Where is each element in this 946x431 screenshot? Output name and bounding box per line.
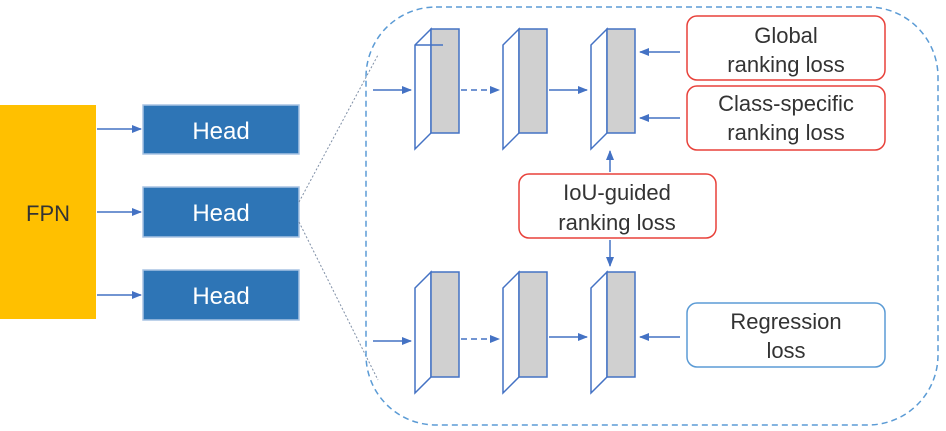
- head-detail-panel: [365, 6, 939, 426]
- regression-loss-line1: Regression: [730, 309, 841, 334]
- bottom-layer-3: [590, 270, 636, 395]
- fpn-block: [0, 105, 96, 319]
- global-loss-line2: ranking loss: [727, 52, 844, 77]
- head-label-1: Head: [192, 118, 249, 145]
- zoom-line-bottom: [298, 221, 379, 381]
- head-box-1: Head: [142, 104, 300, 155]
- head-box-3: Head: [142, 269, 300, 321]
- iou-loss-line1: IoU-guided: [563, 180, 671, 205]
- class-loss-line2: ranking loss: [727, 120, 844, 145]
- iou-guided-ranking-loss-box: IoU-guided ranking loss: [518, 173, 717, 239]
- class-specific-ranking-loss-box: Class-specific ranking loss: [686, 85, 886, 151]
- regression-loss-line2: loss: [766, 338, 805, 363]
- head-label-3: Head: [192, 283, 249, 310]
- class-loss-line1: Class-specific: [718, 91, 854, 116]
- top-layer-3: [590, 27, 636, 151]
- global-ranking-loss-box: Global ranking loss: [686, 15, 886, 81]
- head-label-2: Head: [192, 200, 249, 227]
- top-layer-2: [502, 27, 548, 151]
- top-layer-1: [414, 27, 460, 151]
- head-box-2: Head: [142, 186, 300, 238]
- iou-loss-line2: ranking loss: [558, 210, 675, 235]
- global-loss-line1: Global: [754, 23, 818, 48]
- bottom-layer-2: [502, 270, 548, 395]
- zoom-line-top: [298, 54, 379, 203]
- regression-loss-box: Regression loss: [686, 302, 886, 368]
- fpn-label: FPN: [26, 201, 70, 226]
- bottom-layer-1: [414, 270, 460, 395]
